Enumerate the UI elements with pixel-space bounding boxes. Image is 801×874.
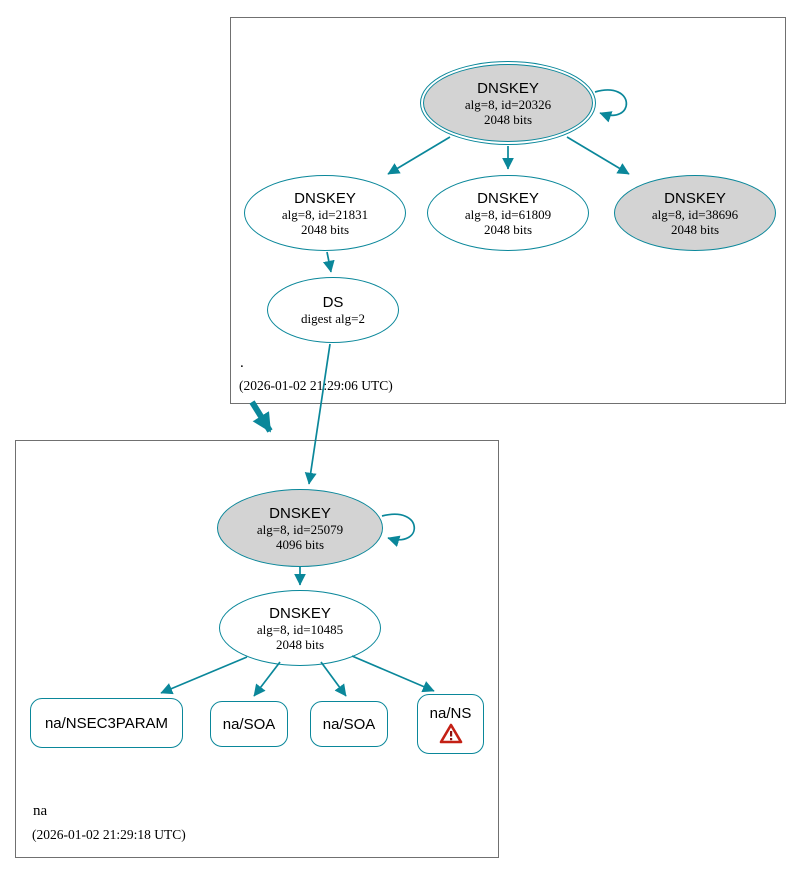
- rrset-soa-1: na/SOA: [210, 701, 288, 747]
- rrset-label: na/SOA: [222, 715, 276, 733]
- node-alg: alg=8, id=20326: [464, 96, 552, 112]
- warning-icon: [439, 723, 462, 743]
- rrset-ns: na/NS: [417, 694, 484, 754]
- node-alg: alg=8, id=61809: [464, 206, 552, 222]
- node-dnskey-20326: DNSKEY alg=8, id=20326 2048 bits: [420, 61, 596, 145]
- node-alg: alg=8, id=21831: [281, 206, 369, 222]
- zone-box-root: [230, 17, 786, 404]
- zone-timestamp-na: (2026-01-02 21:29:18 UTC): [32, 827, 186, 842]
- node-dnskey-10485: DNSKEY alg=8, id=10485 2048 bits: [219, 590, 381, 666]
- rrset-nsec3param: na/NSEC3PARAM: [30, 698, 183, 748]
- zone-name-na: na: [33, 803, 48, 819]
- node-bits: 2048 bits: [300, 221, 350, 237]
- node-dnskey-25079: DNSKEY alg=8, id=25079 4096 bits: [217, 489, 383, 567]
- edge-delegation-root-na: [249, 400, 273, 433]
- node-title: DS: [322, 294, 344, 311]
- node-title: DNSKEY: [294, 189, 356, 207]
- node-title: DNSKEY: [477, 189, 539, 207]
- node-alg: alg=8, id=25079: [256, 521, 344, 537]
- node-dnskey-21831: DNSKEY alg=8, id=21831 2048 bits: [244, 175, 406, 251]
- node-bits: 4096 bits: [275, 536, 325, 552]
- node-bits: 2048 bits: [483, 221, 533, 237]
- rrset-label: na/NSEC3PARAM: [44, 714, 169, 732]
- node-bits: 2048 bits: [275, 636, 325, 652]
- zone-box-na: [15, 440, 499, 858]
- rrset-label: na/SOA: [322, 715, 376, 733]
- rrset-soa-2: na/SOA: [310, 701, 388, 747]
- node-ds: DS digest alg=2: [267, 277, 399, 343]
- node-bits: 2048 bits: [483, 111, 533, 127]
- node-title: DNSKEY: [269, 504, 331, 522]
- node-title: DNSKEY: [477, 79, 539, 97]
- node-digest: digest alg=2: [300, 311, 366, 326]
- zone-timestamp-root: (2026-01-02 21:29:06 UTC): [239, 378, 393, 393]
- node-bits: 2048 bits: [670, 221, 720, 237]
- rrset-label: na/NS: [429, 704, 472, 722]
- node-alg: alg=8, id=10485: [256, 621, 344, 637]
- node-dnskey-20326-inner: DNSKEY alg=8, id=20326 2048 bits: [423, 64, 593, 142]
- node-title: DNSKEY: [269, 604, 331, 622]
- node-title: DNSKEY: [664, 189, 726, 207]
- zone-name-root: .: [240, 355, 244, 371]
- node-alg: alg=8, id=38696: [651, 206, 739, 222]
- node-dnskey-61809: DNSKEY alg=8, id=61809 2048 bits: [427, 175, 589, 251]
- node-dnskey-38696: DNSKEY alg=8, id=38696 2048 bits: [614, 175, 776, 251]
